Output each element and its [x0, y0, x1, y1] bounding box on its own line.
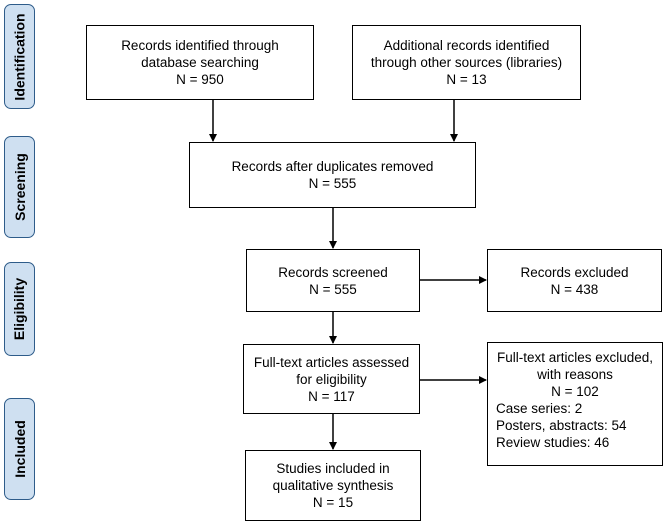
database-search-count: N = 950	[176, 72, 224, 87]
box-full-text-excluded: Full-text articles excluded, with reason…	[487, 342, 663, 466]
other-sources-line1: Additional records identified	[383, 38, 550, 53]
records-excluded-count: N = 438	[550, 281, 599, 297]
studies-included-line2: qualitative synthesis	[272, 478, 394, 493]
duplicates-removed-count: N = 555	[308, 176, 357, 191]
exclusion-reason: Review studies: 46	[496, 435, 610, 450]
box-duplicates-removed: Records after duplicates removed N = 555	[189, 142, 476, 208]
studies-included-line1: Studies included in	[276, 461, 390, 476]
box-other-sources: Additional records identified through ot…	[352, 25, 581, 100]
full-text-assessed-line1: Full-text articles assessed	[253, 354, 410, 370]
records-screened-line1: Records screened	[278, 264, 388, 280]
full-text-excluded-count: N = 102	[551, 384, 599, 399]
other-sources-line2: through other sources (libraries)	[370, 55, 563, 70]
full-text-excluded-line1: Full-text articles excluded,	[496, 350, 654, 365]
stage-identification: Identification	[4, 4, 35, 109]
full-text-assessed-line2: for eligibility	[296, 371, 367, 387]
database-search-line2: database searching	[141, 55, 259, 70]
exclusion-reason: Case series: 2	[496, 401, 583, 416]
studies-included-count: N = 15	[312, 495, 354, 510]
duplicates-removed-line1: Records after duplicates removed	[231, 159, 434, 174]
records-excluded-line1: Records excluded	[520, 264, 629, 280]
records-screened-count: N = 555	[309, 281, 357, 297]
stage-included: Included	[4, 398, 35, 500]
full-text-excluded-line2: with reasons	[537, 367, 613, 382]
other-sources-count: N = 13	[446, 72, 487, 87]
box-records-excluded: Records excluded N = 438	[487, 249, 662, 312]
box-records-screened: Records screened N = 555	[246, 249, 420, 312]
stage-screening: Screening	[4, 136, 35, 238]
database-search-line1: Records identified through	[121, 38, 279, 53]
full-text-assessed-count: N = 117	[308, 388, 355, 404]
exclusion-reason: Posters, abstracts: 54	[496, 418, 627, 433]
box-database-search: Records identified through database sear…	[86, 25, 314, 100]
box-full-text-assessed: Full-text articles assessed for eligibil…	[243, 344, 420, 414]
box-studies-included: Studies included in qualitative synthesi…	[245, 450, 421, 521]
stage-eligibility: Eligibility	[4, 262, 35, 356]
